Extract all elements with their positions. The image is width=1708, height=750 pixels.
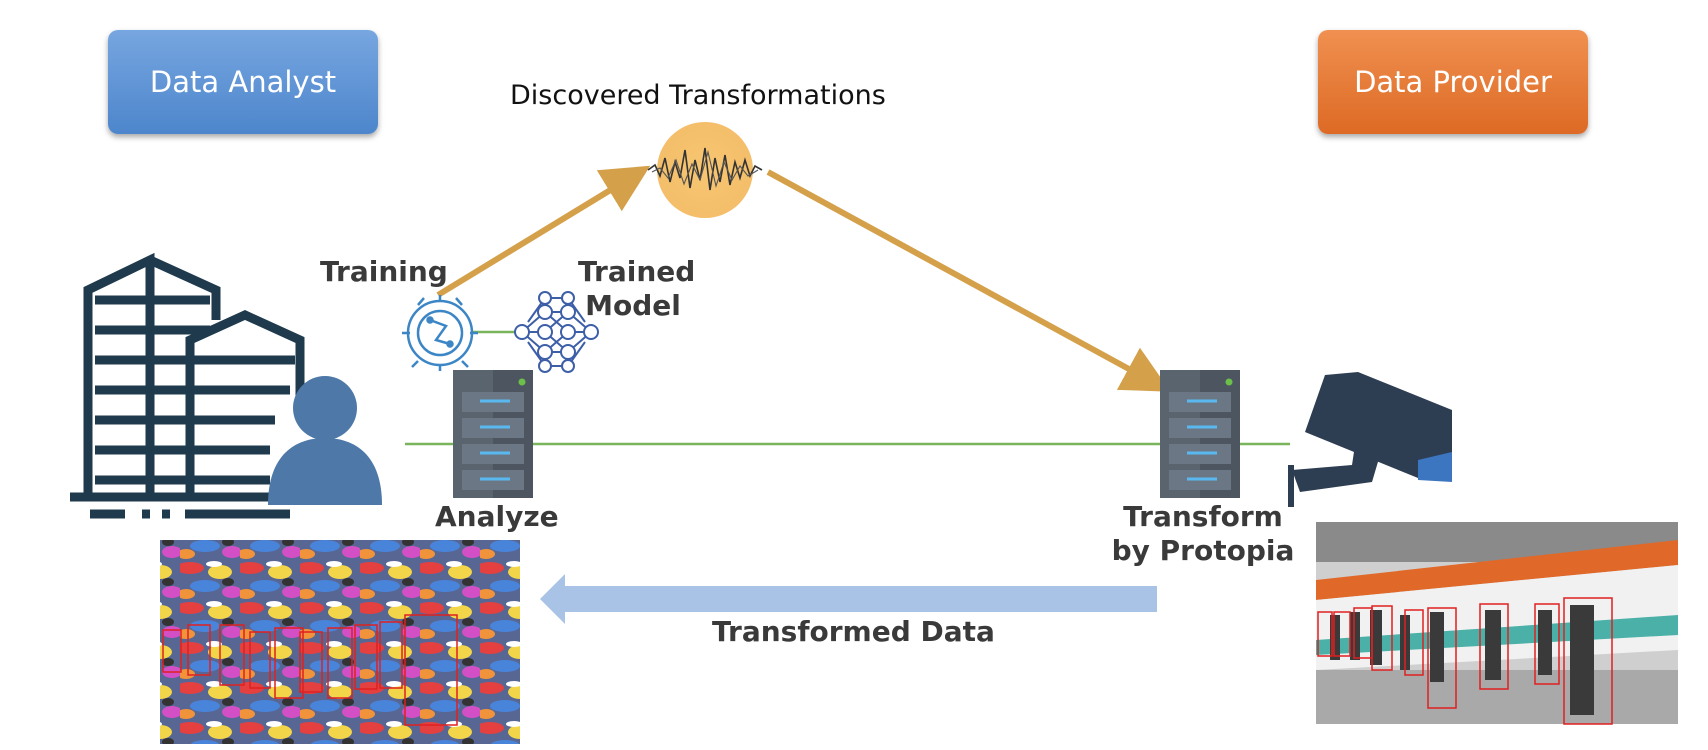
metro-photo	[1316, 522, 1678, 725]
transform-line2: by Protopia	[1111, 534, 1295, 567]
training-arrow	[436, 165, 651, 298]
building-icon	[70, 252, 305, 519]
data-provider-label: Data Provider	[1354, 65, 1552, 99]
server-icon	[453, 370, 533, 498]
trained-model-label: Trained Model	[578, 255, 696, 323]
obfuscated-image	[160, 540, 520, 744]
transform-by-protopia-label: Transform by Protopia	[1108, 500, 1298, 568]
trained-model-line2: Model	[585, 289, 681, 322]
neural-network-icon	[514, 291, 599, 373]
training-label: Training	[320, 255, 448, 288]
transformed-data-label: Transformed Data	[712, 615, 995, 648]
trained-model-line1: Trained	[578, 255, 696, 288]
transform-line1: Transform	[1123, 500, 1283, 533]
security-camera-icon	[1288, 372, 1452, 507]
data-analyst-label: Data Analyst	[149, 65, 337, 99]
brain-gear-icon	[402, 295, 478, 371]
server-icon	[1160, 370, 1240, 498]
analyze-label: Analyze	[435, 500, 559, 533]
data-analyst-box: Data Analyst	[108, 30, 378, 134]
transformed-data-arrow	[540, 574, 1157, 624]
transform-arrow	[766, 169, 1171, 392]
data-provider-box: Data Provider	[1318, 30, 1588, 134]
discovered-transformations-label: Discovered Transformations	[510, 80, 886, 111]
person-icon	[268, 376, 382, 505]
waveform-icon	[647, 122, 763, 218]
